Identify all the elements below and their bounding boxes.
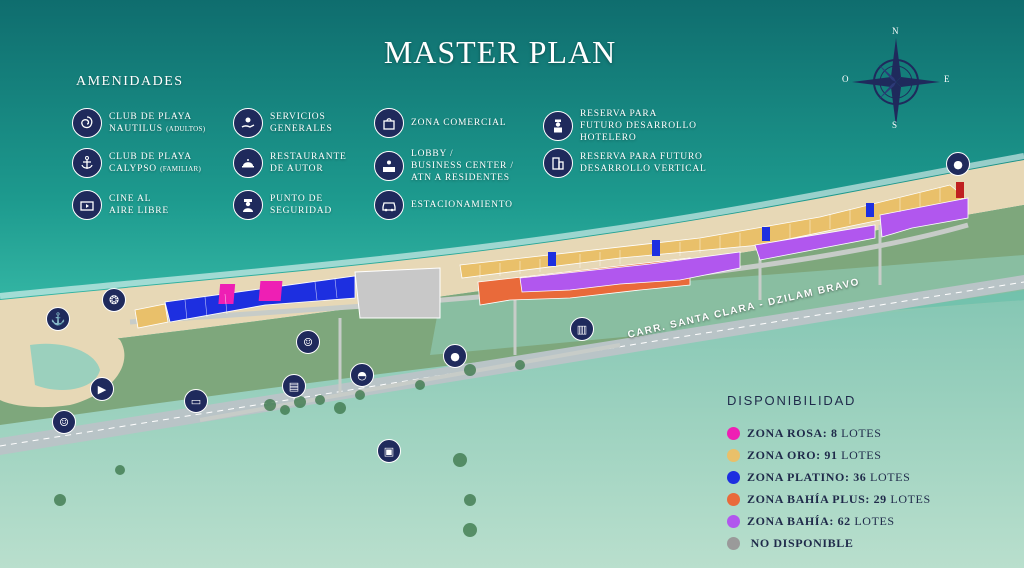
compass-icon: [852, 38, 940, 126]
map-pin-hotel[interactable]: ●: [946, 152, 970, 176]
amenity-note: (ADULTOS): [166, 125, 206, 133]
legend-zona-bahia: ZONA BAHÍA: 62 LOTES: [727, 514, 895, 529]
reception-icon: ▤: [288, 379, 300, 393]
amenity-servicios: SERVICIOS GENERALES: [233, 108, 333, 138]
map-pin-parking[interactable]: ▭: [184, 389, 208, 413]
compass-west-label: O: [842, 74, 849, 84]
guard-icon: [233, 190, 263, 220]
amenity-note: (FAMILIAR): [160, 165, 202, 173]
amenity-restaurante: RESTAURANTE DE AUTOR: [233, 148, 347, 178]
amenity-reserva-hotelero: RESERVA PARA FUTURO DESARROLLO HOTELERO: [543, 108, 697, 144]
map-pin-building[interactable]: ▥: [570, 317, 594, 341]
amenity-label: LOBBY / BUSINESS CENTER / ATN A RESIDENT…: [411, 149, 514, 183]
amenity-label: CLUB DE PLAYA CALYPSO: [109, 152, 192, 174]
service-hand-icon: ☺: [59, 415, 69, 429]
map-pin-cinema[interactable]: ▶: [90, 377, 114, 401]
shopping-bag-icon: ▣: [383, 444, 395, 458]
bellhop-icon: ●: [953, 157, 963, 171]
legend-count: 36: [853, 470, 867, 484]
legend-zone: ZONA PLATINO:: [747, 470, 850, 484]
legend-zone: ZONA ROSA:: [747, 426, 828, 440]
legend-swatch: [727, 471, 740, 484]
map-pin-shell[interactable]: ❂: [102, 288, 126, 312]
shell-icon: [72, 108, 102, 138]
amenities-heading: AMENIDADES: [76, 74, 184, 89]
amenity-seguridad: PUNTO DE SEGURIDAD: [233, 190, 332, 220]
legend-zone: ZONA BAHÍA PLUS:: [747, 492, 870, 506]
legend-unit: LOTES: [890, 492, 931, 506]
anchor-icon: [72, 148, 102, 178]
legend-swatch: [727, 427, 740, 440]
amenity-label: ESTACIONAMIENTO: [411, 200, 513, 210]
legend-zona-oro: ZONA ORO: 91 LOTES: [727, 448, 882, 463]
map-pin-security[interactable]: ●: [443, 344, 467, 368]
legend-zone: ZONA ORO:: [747, 448, 821, 462]
legend-count: 62: [837, 514, 851, 528]
amenity-label: RESERVA PARA FUTURO DESARROLLO VERTICAL: [580, 152, 707, 174]
map-pin-servicios-2[interactable]: ☺: [296, 330, 320, 354]
shell-icon: ❂: [108, 293, 120, 307]
amenity-club-calypso: CLUB DE PLAYA CALYPSO (FAMILIAR): [72, 148, 201, 178]
building-icon: [543, 148, 573, 178]
map-pin-restaurant[interactable]: ◓: [350, 363, 374, 387]
car-icon: ▭: [190, 394, 202, 408]
anchor-icon: ⚓: [50, 312, 66, 326]
amenity-label: SERVICIOS GENERALES: [270, 112, 333, 134]
legend-unit: LOTES: [841, 426, 882, 440]
amenity-lobby: LOBBY / BUSINESS CENTER / ATN A RESIDENT…: [374, 148, 514, 184]
car-icon: [374, 190, 404, 220]
bellhop-icon: [543, 111, 573, 141]
legend-swatch: [727, 537, 740, 550]
reception-icon: [374, 151, 404, 181]
legend-count: 8: [830, 426, 838, 440]
page-title: MASTER PLAN: [383, 34, 617, 70]
legend-count: 91: [824, 448, 838, 462]
service-hand-icon: [233, 108, 263, 138]
cinema-icon: [72, 190, 102, 220]
legend-swatch: [727, 493, 740, 506]
legend-unit: LOTES: [854, 514, 895, 528]
legend-zona-rosa: ZONA ROSA: 8 LOTES: [727, 426, 882, 441]
legend-unit: LOTES: [841, 448, 882, 462]
amenity-label: ZONA COMERCIAL: [411, 118, 507, 128]
compass-south-label: S: [892, 120, 898, 130]
legend-zone: ZONA BAHÍA:: [747, 514, 834, 528]
amenity-club-nautilus: CLUB DE PLAYA NAUTILUS (ADULTOS): [72, 108, 205, 138]
cloche-icon: ◓: [357, 368, 367, 382]
legend-heading: DISPONIBILIDAD: [727, 393, 857, 408]
amenity-estacionamiento: ESTACIONAMIENTO: [374, 190, 513, 220]
legend-count: 29: [873, 492, 887, 506]
cinema-icon: ▶: [97, 382, 107, 396]
amenity-zona-comercial: ZONA COMERCIAL: [374, 108, 506, 138]
amenity-cine: CINE AL AIRE LIBRE: [72, 190, 169, 220]
legend-zona-bahia-plus: ZONA BAHÍA PLUS: 29 LOTES: [727, 492, 931, 507]
map-pin-anchor[interactable]: ⚓: [46, 307, 70, 331]
map-pin-comercial[interactable]: ▣: [377, 439, 401, 463]
amenity-label: CLUB DE PLAYA NAUTILUS: [109, 112, 192, 134]
map-pin-servicios[interactable]: ☺: [52, 410, 76, 434]
amenity-label: CINE AL AIRE LIBRE: [109, 194, 169, 216]
amenity-label: RESTAURANTE DE AUTOR: [270, 152, 347, 174]
map-pin-lobby[interactable]: ▤: [282, 374, 306, 398]
shopping-bag-icon: [374, 108, 404, 138]
legend-no-disponible: NO DISPONIBLE: [727, 536, 853, 551]
amenity-label: RESERVA PARA FUTURO DESARROLLO HOTELERO: [580, 109, 697, 143]
cloche-icon: [233, 148, 263, 178]
amenity-reserva-vertical: RESERVA PARA FUTURO DESARROLLO VERTICAL: [543, 148, 707, 178]
compass-rose: N S O E: [842, 26, 950, 130]
compass-east-label: E: [944, 74, 950, 84]
legend-swatch: [727, 515, 740, 528]
guard-icon: ●: [450, 349, 460, 363]
service-hand-icon: ☺: [303, 335, 313, 349]
legend-zone: NO DISPONIBLE: [750, 536, 854, 550]
amenity-label: PUNTO DE SEGURIDAD: [270, 194, 333, 216]
building-icon: ▥: [576, 322, 588, 336]
legend-unit: LOTES: [870, 470, 911, 484]
legend-swatch: [727, 449, 740, 462]
legend-zona-platino: ZONA PLATINO: 36 LOTES: [727, 470, 910, 485]
compass-north-label: N: [892, 26, 899, 36]
